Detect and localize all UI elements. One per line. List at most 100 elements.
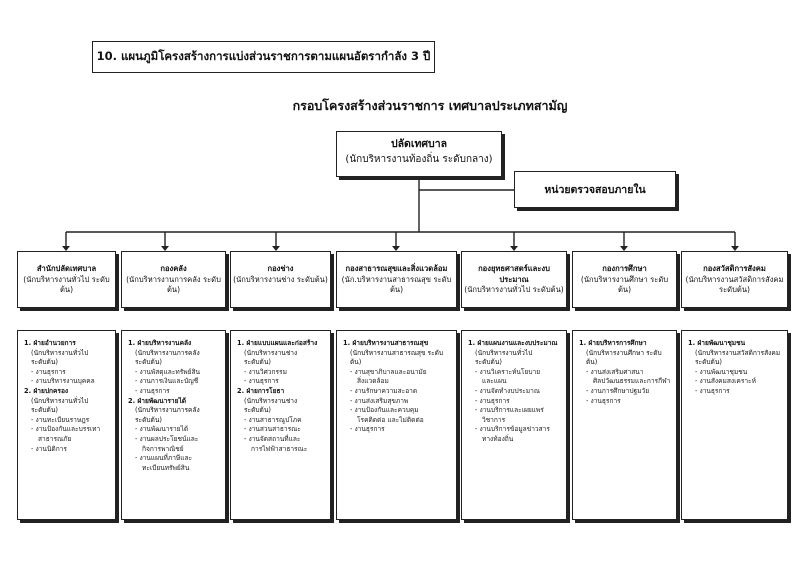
section-task-item: โรคติดต่อ และไม่ติดต่อ — [357, 415, 424, 424]
department-position: (นักบริหารงานทั่วไป ระดับต้น) — [23, 274, 110, 295]
section-task-item: - งานธุรการ — [31, 367, 66, 376]
section-task-item: - งานจัดทำงบประมาณ — [475, 386, 540, 395]
section-position: ระดับต้น) — [31, 406, 58, 415]
department-name: กองยุทธศาสตร์และงบประมาณ — [478, 264, 550, 284]
section-task-item: - งานป้องกันและควบคุม — [350, 406, 419, 415]
department-node: กองสวัสดิการสังคม(นักบริหารงานสวัสดิการส… — [681, 251, 788, 308]
section-task-item: - งานป้องกันและบรรเทา — [31, 425, 101, 434]
section-task-item: - งานส่งเสริมศาสนา — [586, 367, 644, 376]
department-position: (นัก.บริหารงานสาธารณสุข ระดับต้น) — [341, 274, 452, 295]
section-position: (นักบริหารงานสวัสดิการสังคม — [695, 348, 781, 357]
department-node: กองสาธารณสุขและสิ่งแวดล้อม(นัก.บริหารงาน… — [336, 251, 457, 308]
root-node-subtitle: (นักบริหารงานท้องถิ่น ระดับกลาง) — [345, 154, 493, 165]
department-name: กองสวัสดิการสังคม — [703, 264, 766, 273]
department-node: กองคลัง(นักบริหารงานการคลัง ระดับต้น) — [121, 251, 226, 308]
section-position: ระดับต้น) — [135, 415, 162, 424]
root-node-municipal-clerk: ปลัดเทศบาล (นักบริหารงานท้องถิ่น ระดับกล… — [336, 131, 502, 177]
department-position: (นักบริหารงานสวัสดิการสังคม ระดับต้น) — [685, 274, 784, 295]
section-heading: 2. ฝ่ายการโยธา — [237, 386, 285, 395]
department-position: (นักบริหารงานการคลัง ระดับต้น) — [126, 274, 221, 295]
department-node: กองยุทธศาสตร์และงบประมาณ(นักบริหารงานทั่… — [461, 251, 567, 308]
section-task-item: - งานสุขาภิบาลและอนามัย — [350, 367, 427, 376]
section-box: 1. ฝ่ายบริหารงานคลัง(นักบริหารงานการคลัง… — [121, 330, 226, 520]
section-heading: 1. ฝ่ายแบบแผนและก่อสร้าง — [237, 339, 318, 347]
section-task-item: และแผน — [482, 377, 507, 386]
section-task-item: - งานส่งเสริมสุขภาพ — [350, 396, 409, 405]
section-task-item: - งานจัดสถานที่และ — [244, 434, 301, 443]
section-task-item: - งานธุรการ — [475, 396, 510, 405]
section-task-item: - งานสวนสาธารณะ — [244, 425, 301, 434]
section-position: ระดับต้น) — [244, 406, 271, 415]
section-task-item: ศิลปวัฒนธรรมและการกีฬา — [593, 377, 671, 386]
section-box: 1. ฝ่ายแบบแผนและก่อสร้าง(นักบริหารงานช่า… — [230, 330, 331, 520]
section-position: ระดับต้น) — [475, 358, 502, 367]
section-heading: 1. ฝ่ายแผนงานและงบประมาณ — [468, 339, 558, 347]
section-task-item: - งานบริการและเผยแพร่ — [475, 406, 544, 415]
section-task-item: - งานธุรการ — [695, 386, 730, 395]
section-heading: 1. ฝ่ายบริหารงานคลัง — [128, 339, 192, 347]
section-heading: 2. ฝ่ายปกครอง — [24, 386, 69, 395]
section-box: 1. ฝ่ายอำนวยการ(นักบริหารงานทั่วไประดับต… — [17, 330, 116, 520]
section-task-item: ทางท้องถิ่น — [482, 434, 514, 443]
section-task-item: การไฟฟ้าสาธารณะ — [251, 444, 308, 453]
section-task-item: - งานการศึกษาปฐมวัย — [586, 386, 650, 395]
section-task-item: - งานทะเบียนราษฎร — [31, 415, 90, 424]
section-position: (นักบริหารงานการคลัง — [135, 406, 200, 415]
section-task-item: กิจการพาณิชย์ — [142, 444, 184, 453]
audit-unit-title: หน่วยตรวจสอบภายใน — [544, 184, 646, 196]
section-task-item: - งานสังคมสงเคราะห์ — [695, 377, 756, 386]
section-position: (นักบริหารงานศึกษา ระดับต้น) — [586, 348, 662, 367]
section-task-item: ทะเบียนทรัพย์สิน — [142, 463, 190, 472]
section-task-item: สาธารณภัย — [38, 434, 72, 443]
section-task-item: - งานวิเคราะห์นโยบาย — [475, 367, 541, 376]
section-task-item: - งานพัฒนารายได้ — [135, 425, 189, 434]
section-task-item: - งานผลประโยชน์และ — [135, 434, 199, 443]
section-position: ระดับต้น) — [244, 358, 271, 367]
department-name: กองช่าง — [267, 264, 294, 273]
section-position: (นักบริหารงานสาธารณสุข ระดับต้น) — [350, 348, 444, 367]
root-node-title: ปลัดเทศบาล — [390, 138, 448, 150]
section-task-item: - งานนิติการ — [31, 444, 67, 453]
section-position: (นักบริหารงานทั่วไป — [31, 396, 89, 405]
section-position: (นักบริหารงานช่าง — [244, 396, 298, 405]
department-node: สำนักปลัดเทศบาล(นักบริหารงานทั่วไป ระดับ… — [17, 251, 116, 308]
section-task-item: - งานธุรการ — [244, 377, 279, 386]
section-heading: 1. ฝ่ายบริหารการศึกษา — [579, 339, 647, 347]
section-task-item: - งานบริการข้อมูลข่าวสาร — [475, 425, 550, 434]
section-task-item: - งานวิศวกรรม — [244, 367, 287, 376]
section-task-item: - งานรักษาความสะอาด — [350, 386, 418, 395]
section-heading: 1. ฝ่ายบริหารงานสาธารณสุข — [343, 339, 429, 347]
section-position: (นักบริหารงานช่าง — [244, 348, 298, 357]
section-task-item: - งานบริหารงานบุคคล — [31, 377, 95, 386]
department-name: กองสาธารณสุขและสิ่งแวดล้อม — [345, 264, 448, 273]
section-heading: 2. ฝ่ายพัฒนารายได้ — [128, 396, 187, 405]
chart-header-title: 10. แผนภูมิโครงสร้างการแบ่งส่วนราชการตาม… — [96, 49, 431, 63]
section-task-item: - งานธุรการ — [135, 386, 170, 395]
section-task-item: - งานพัฒนาชุมชน — [695, 367, 748, 376]
department-position: (นักบริหารงานช่าง ระดับต้น) — [233, 274, 328, 284]
section-task-item: วิชาการ — [482, 415, 506, 424]
section-position: (นักบริหารงานทั่วไป — [31, 348, 89, 357]
section-task-item: - งานสาธารณูปโภค — [244, 415, 302, 424]
section-task-item: - งานพัสดุและทรัพย์สิน — [135, 367, 201, 376]
section-task-item: - งานธุรการ — [586, 396, 621, 405]
section-task-item: สิ่งแวดล้อม — [357, 377, 389, 386]
section-box: 1. ฝ่ายบริหารงานสาธารณสุข(นักบริหารงานสา… — [336, 330, 457, 520]
section-box: 1. ฝ่ายพัฒนาชุมชน(นักบริหารงานสวัสดิการส… — [681, 330, 788, 520]
department-position: (นักบริหารงานทั่วไป ระดับต้น) — [464, 285, 564, 294]
department-name: กองคลัง — [160, 264, 187, 273]
department-node: กองช่าง(นักบริหารงานช่าง ระดับต้น) — [230, 251, 331, 308]
section-position: (นักบริหารงานการคลัง — [135, 348, 200, 357]
department-node: กองการศึกษา(นักบริหารงานศึกษา ระดับต้น) — [572, 251, 677, 308]
section-task-item: - งานการเงินและบัญชี — [135, 377, 199, 386]
audit-unit-node: หน่วยตรวจสอบภายใน — [514, 171, 676, 208]
section-task-item: - งานธุรการ — [350, 425, 385, 434]
chart-header-box: 10. แผนภูมิโครงสร้างการแบ่งส่วนราชการตาม… — [92, 41, 435, 73]
section-box: 1. ฝ่ายแผนงานและงบประมาณ(นักบริหารงานทั่… — [461, 330, 567, 520]
section-task-item: - งานแผนที่ภาษีและ — [135, 454, 193, 463]
section-heading: 1. ฝ่ายพัฒนาชุมชน — [688, 339, 746, 347]
department-position: (นักบริหารงานศึกษา ระดับต้น) — [580, 274, 669, 295]
section-position: ระดับต้น) — [695, 358, 722, 367]
department-name: สำนักปลัดเทศบาล — [36, 264, 97, 273]
